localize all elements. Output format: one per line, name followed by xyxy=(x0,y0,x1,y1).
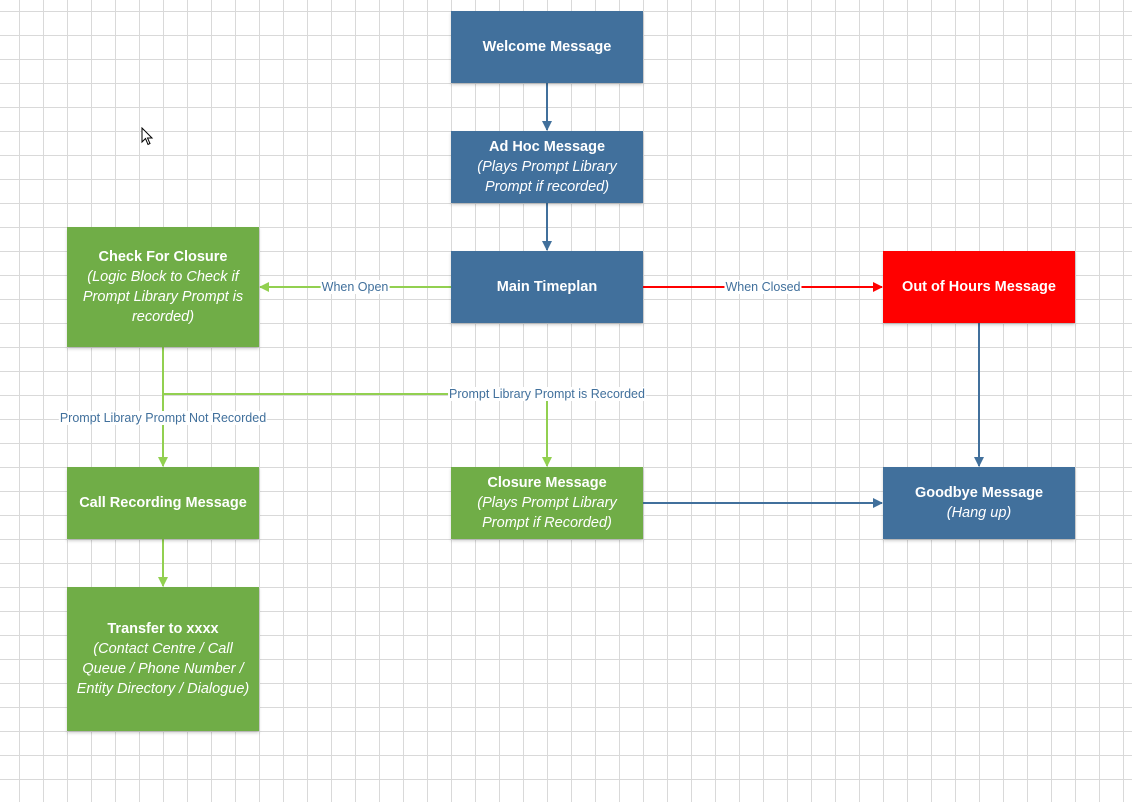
node-title: Welcome Message xyxy=(482,39,612,55)
mouse-cursor-icon xyxy=(141,127,154,146)
node-goodbye-message[interactable]: Goodbye Message (Hang up) xyxy=(883,467,1075,539)
node-title: Closure Message xyxy=(487,475,607,491)
node-title: Ad Hoc Message xyxy=(488,139,606,155)
node-title: Main Timeplan xyxy=(496,279,598,295)
node-title: Call Recording Message xyxy=(79,495,247,511)
edge-label-not-recorded: Prompt Library Prompt Not Recorded xyxy=(58,411,268,425)
node-title: Goodbye Message xyxy=(914,485,1044,501)
node-subtitle: (Plays Prompt Library Prompt if Recorded… xyxy=(477,495,617,531)
node-out-of-hours-message[interactable]: Out of Hours Message xyxy=(883,251,1075,323)
node-adhoc-message[interactable]: Ad Hoc Message (Plays Prompt Library Pro… xyxy=(451,131,643,203)
node-subtitle: (Hang up) xyxy=(946,505,1012,521)
edge-label-when-closed: When Closed xyxy=(724,280,802,294)
node-welcome-message[interactable]: Welcome Message xyxy=(451,11,643,83)
node-title: Transfer to xxxx xyxy=(107,621,219,637)
node-title: Out of Hours Message xyxy=(902,279,1056,295)
node-subtitle: (Plays Prompt Library Prompt if recorded… xyxy=(477,159,617,195)
edge-check-closure-to-closure xyxy=(163,393,552,467)
node-call-recording-message[interactable]: Call Recording Message xyxy=(67,467,259,539)
node-main-timeplan[interactable]: Main Timeplan xyxy=(451,251,643,323)
node-title: Check For Closure xyxy=(98,249,228,265)
node-subtitle: (Contact Centre / Call Queue / Phone Num… xyxy=(76,641,250,697)
edge-label-is-recorded: Prompt Library Prompt is Recorded xyxy=(448,387,646,401)
node-subtitle: (Logic Block to Check if Prompt Library … xyxy=(82,269,244,325)
node-transfer[interactable]: Transfer to xxxx (Contact Centre / Call … xyxy=(67,587,259,731)
edge-label-when-open: When Open xyxy=(320,280,390,294)
node-check-for-closure[interactable]: Check For Closure (Logic Block to Check … xyxy=(67,227,259,347)
node-closure-message[interactable]: Closure Message (Plays Prompt Library Pr… xyxy=(451,467,643,539)
